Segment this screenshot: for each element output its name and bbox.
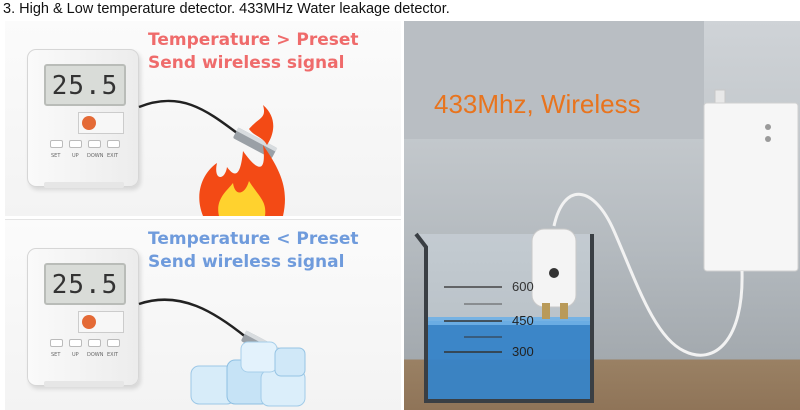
wireless-alarm-unit bbox=[703, 89, 799, 272]
image-caption: 3. High & Low temperature detector. 433M… bbox=[3, 1, 450, 17]
detector-buttons: SET UP DOWN EXIT bbox=[50, 339, 122, 358]
detector-lcd-display: 25.5 bbox=[44, 64, 126, 106]
fire-icon bbox=[199, 105, 285, 216]
ice-cubes-icon bbox=[190, 341, 306, 407]
beaker-mark-600: 600 bbox=[512, 279, 534, 294]
probe-and-ice-illustration bbox=[138, 298, 306, 407]
cold-signal-text: Send wireless signal bbox=[148, 252, 345, 272]
detector-lcd-display: 25.5 bbox=[44, 263, 126, 305]
cold-condition-text: Temperature < Preset bbox=[148, 229, 359, 249]
temperature-detector-device: 25.5 SET UP DOWN EXIT bbox=[27, 49, 139, 188]
water-sensor-probe bbox=[531, 228, 577, 319]
hot-condition-text: Temperature > Preset bbox=[148, 30, 359, 50]
high-temperature-panel: Temperature > Preset Send wireless signa… bbox=[5, 21, 401, 216]
hot-signal-text: Send wireless signal bbox=[148, 53, 345, 73]
beaker-mark-450: 450 bbox=[512, 313, 534, 328]
probe-and-fire-illustration bbox=[138, 99, 285, 216]
temperature-detector-device: 25.5 SET UP DOWN EXIT bbox=[27, 248, 139, 387]
water-leak-illustration bbox=[404, 21, 799, 403]
brand-label bbox=[78, 112, 124, 134]
wireless-label: 433Mhz, Wireless bbox=[434, 89, 641, 119]
detector-buttons: SET UP DOWN EXIT bbox=[50, 140, 122, 159]
low-temperature-panel: Temperature < Preset Send wireless signa… bbox=[5, 219, 401, 410]
water-leak-detector-panel: 433Mhz, Wireless 600 450 300 bbox=[404, 21, 800, 410]
beaker-mark-300: 300 bbox=[512, 344, 534, 359]
brand-label bbox=[78, 311, 124, 333]
